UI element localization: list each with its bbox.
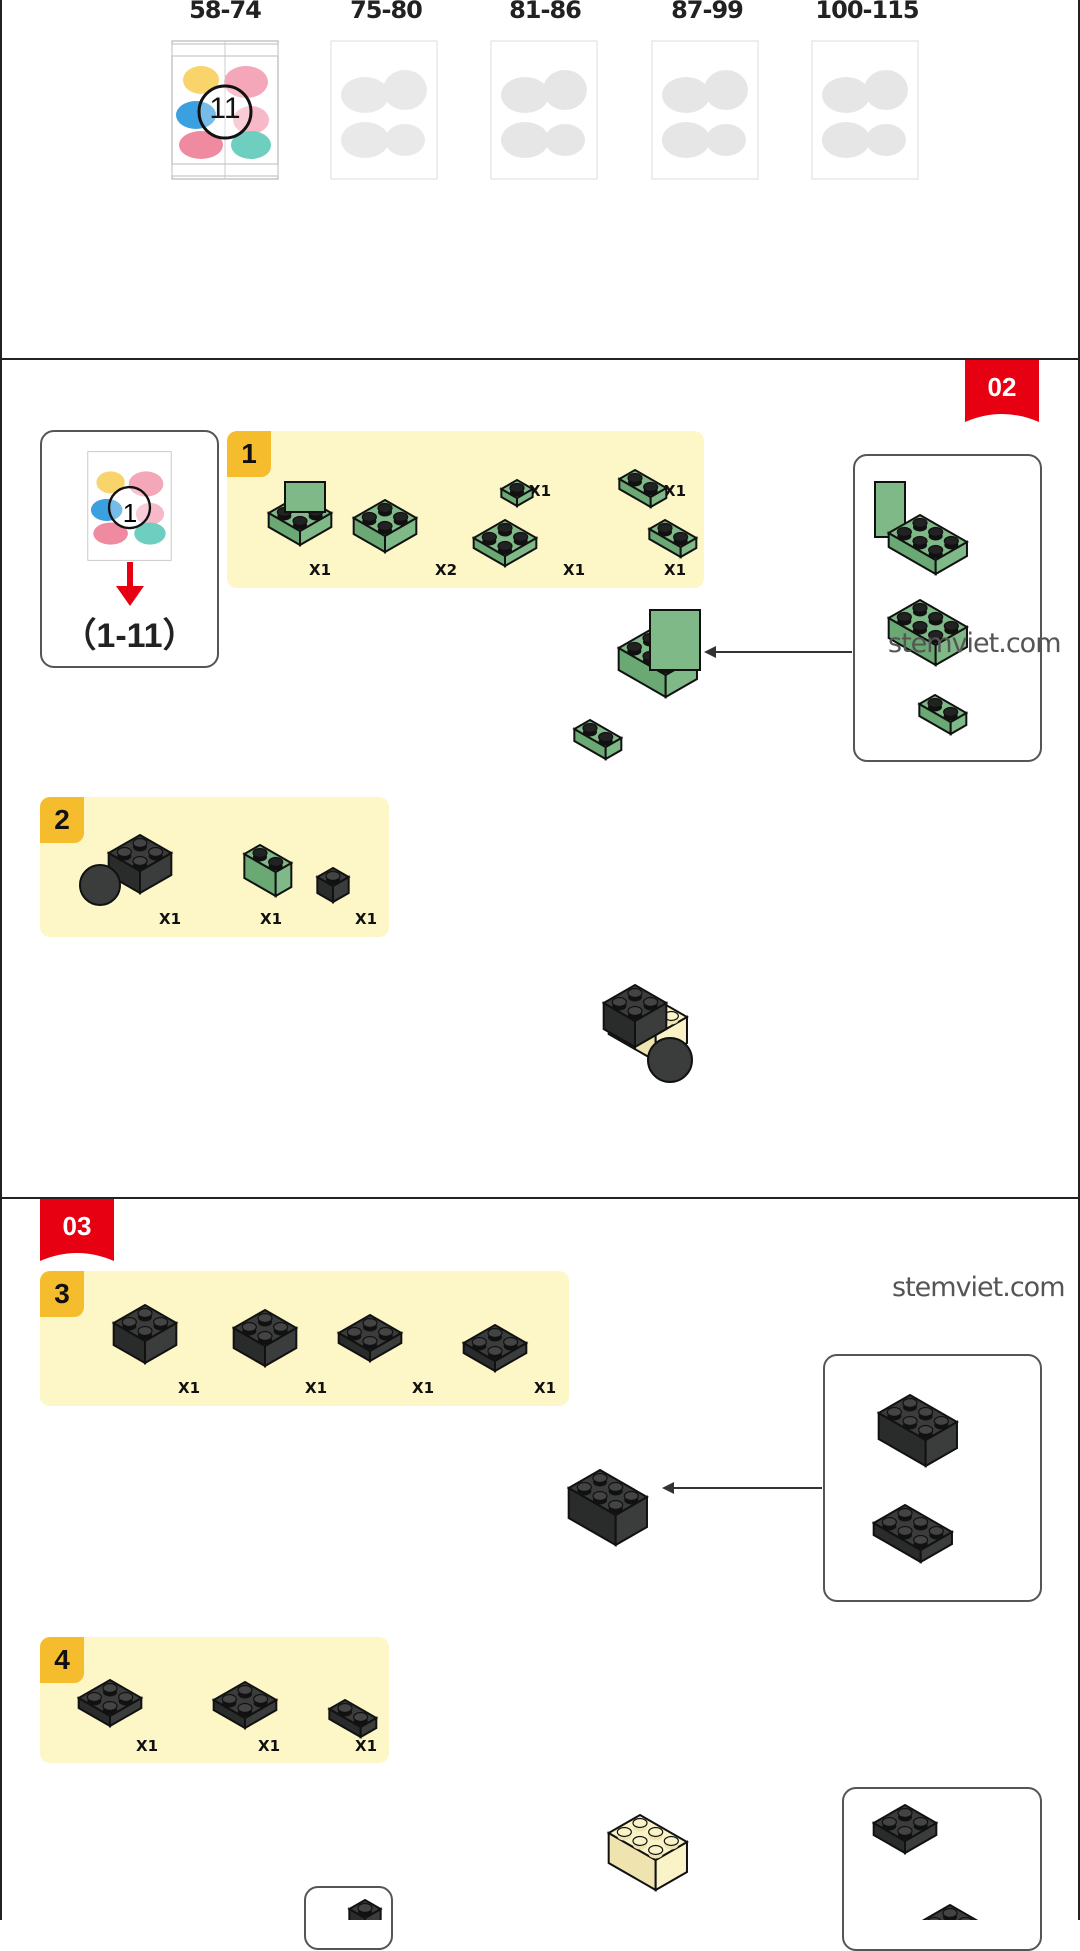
page-number: 02 bbox=[987, 372, 1017, 402]
slope-piece bbox=[351, 498, 419, 554]
bag-number: 1 bbox=[122, 498, 138, 528]
ball-joint bbox=[79, 864, 121, 906]
step-number: 3 bbox=[40, 1271, 84, 1317]
brick-1x1 bbox=[315, 866, 351, 904]
bag-number-current: 11 bbox=[209, 92, 241, 125]
page-left-border bbox=[0, 0, 2, 1920]
round-joint-brick bbox=[106, 833, 174, 895]
rounded-plate-piece bbox=[647, 518, 699, 559]
bag-icon-inactive bbox=[330, 40, 438, 180]
clip-plate bbox=[921, 1903, 979, 1920]
arrow-down-icon bbox=[116, 562, 144, 606]
bag-range-label: 87-99 bbox=[671, 0, 744, 24]
part-quantity: X1 bbox=[159, 910, 182, 928]
rounded-plate bbox=[327, 1698, 379, 1739]
plate-with-handle bbox=[871, 1803, 939, 1855]
part-quantity: X1 bbox=[563, 561, 586, 579]
slope-piece bbox=[886, 598, 969, 667]
bag-box: 1 （1-11） bbox=[40, 430, 219, 668]
assembled-model bbox=[601, 983, 669, 1049]
part-quantity: X1 bbox=[664, 561, 687, 579]
page-right-border bbox=[1078, 0, 1080, 1920]
part-quantity: X1 bbox=[305, 1379, 328, 1397]
part-quantity: X1 bbox=[258, 1737, 281, 1755]
slope-brick bbox=[231, 1308, 299, 1368]
step-number: 1 bbox=[227, 431, 271, 477]
step-2-parts-panel: 2 X1 X1 X1 bbox=[40, 797, 389, 937]
tile-piece bbox=[499, 478, 535, 508]
page-number: 03 bbox=[62, 1211, 92, 1241]
bag-icon-inactive bbox=[811, 40, 919, 180]
rounded-plate-piece bbox=[572, 718, 624, 761]
bag-range-label: （1-11） bbox=[62, 617, 197, 655]
plate-with-handle bbox=[76, 1678, 144, 1728]
corner-plate-piece bbox=[471, 518, 539, 568]
bag-icon-current bbox=[171, 40, 279, 180]
part-quantity: X1 bbox=[355, 1737, 378, 1755]
watermark: stemviet.com bbox=[892, 1272, 1065, 1303]
part-quantity: X1 bbox=[534, 1379, 557, 1397]
sub-assembly-box bbox=[823, 1354, 1042, 1602]
page-badge: 03 bbox=[40, 1199, 114, 1261]
watermark: stemviet.com bbox=[888, 628, 1061, 659]
brick-1x2 bbox=[242, 843, 294, 898]
part-quantity: X1 bbox=[412, 1379, 435, 1397]
clip-brick bbox=[111, 1303, 179, 1365]
part-quantity: X1 bbox=[529, 482, 552, 500]
arrow-head-icon bbox=[704, 646, 716, 658]
part-quantity: X1 bbox=[136, 1737, 159, 1755]
bag-icon bbox=[87, 451, 172, 561]
bracket-wall bbox=[284, 481, 326, 513]
slope-brick bbox=[876, 1393, 959, 1468]
part-quantity: X1 bbox=[355, 910, 378, 928]
plate-piece bbox=[617, 468, 669, 509]
bag-range-label: 81-86 bbox=[509, 0, 582, 24]
bag-range-label: 100-115 bbox=[815, 0, 919, 24]
bracket-wall bbox=[649, 609, 701, 671]
ball-joint bbox=[647, 1037, 693, 1083]
ghost-model bbox=[606, 1813, 689, 1892]
bag-icon-inactive bbox=[651, 40, 759, 180]
page-divider bbox=[0, 358, 1080, 360]
part-quantity: X1 bbox=[260, 910, 283, 928]
step-number: 4 bbox=[40, 1637, 84, 1683]
bag-icon-inactive bbox=[490, 40, 598, 180]
page-divider bbox=[0, 1197, 1080, 1199]
page-badge: 02 bbox=[965, 360, 1039, 422]
part-quantity: X1 bbox=[309, 561, 332, 579]
bag-range-label: 58-74 bbox=[189, 0, 262, 24]
clip-plate bbox=[211, 1680, 279, 1730]
clip-plate bbox=[871, 1503, 954, 1564]
part-quantity: X2 bbox=[435, 561, 458, 579]
bag-range-label: 75-80 bbox=[350, 0, 423, 24]
assembled-model bbox=[566, 1468, 649, 1547]
clip-plate bbox=[461, 1323, 529, 1373]
brick-piece bbox=[347, 1898, 383, 1920]
plate-2x2 bbox=[336, 1313, 404, 1363]
step-number: 2 bbox=[40, 797, 84, 843]
part-quantity: X1 bbox=[664, 482, 687, 500]
part-quantity: X1 bbox=[178, 1379, 201, 1397]
plate-piece bbox=[886, 513, 969, 576]
rounded-plate-piece bbox=[917, 693, 969, 736]
arrow-head-icon bbox=[662, 1482, 674, 1494]
